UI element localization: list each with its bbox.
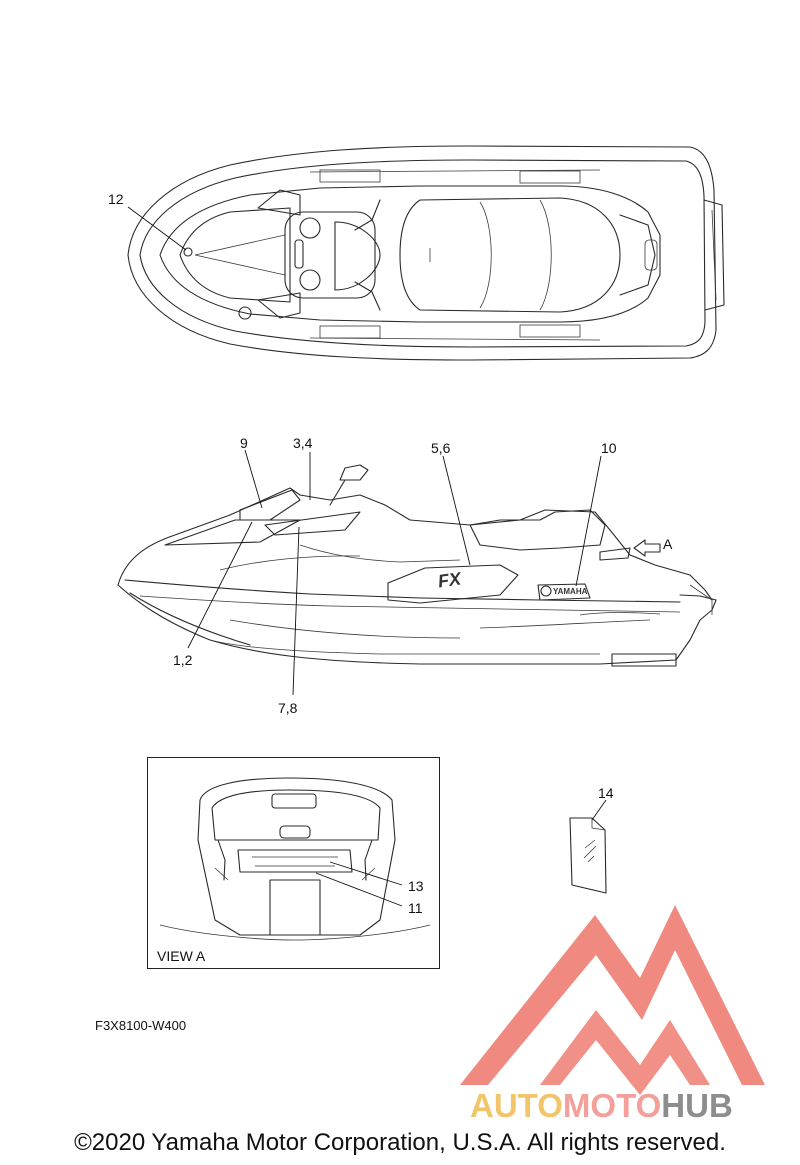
view-a-frame xyxy=(147,757,440,969)
leader-56 xyxy=(442,455,471,566)
callout-11: 11 xyxy=(408,900,423,916)
top-view-hull xyxy=(127,145,725,361)
yamaha-decal-text: YAMAHA xyxy=(553,587,588,596)
watermark-wordmark: AUTOMOTOHUB xyxy=(470,1087,733,1125)
callout-13: 13 xyxy=(408,878,424,894)
callout-a: A xyxy=(663,536,673,552)
view-a-arrow xyxy=(633,539,661,557)
leader-14 xyxy=(591,799,607,821)
leader-12 xyxy=(127,206,187,251)
leader-12b xyxy=(187,521,253,649)
callout-9: 9 xyxy=(240,435,248,451)
watermark-moto: MOTO xyxy=(562,1087,662,1124)
watermark-hub: HUB xyxy=(661,1087,733,1124)
leader-9 xyxy=(244,449,263,509)
callout-7-8: 7,8 xyxy=(278,700,298,716)
drawing-code: F3X8100-W400 xyxy=(95,1018,187,1033)
leader-10 xyxy=(575,455,602,587)
callout-12: 12 xyxy=(108,191,124,207)
leader-11 xyxy=(315,872,403,907)
watermark-auto: AUTO xyxy=(470,1087,563,1124)
leader-78 xyxy=(292,526,300,696)
callout-5-6: 5,6 xyxy=(431,440,451,456)
callout-3-4: 3,4 xyxy=(293,435,313,451)
view-a-label: VIEW A xyxy=(157,948,206,964)
leader-13 xyxy=(329,861,403,886)
side-view-hull xyxy=(117,464,717,667)
copyright-notice: ©2020 Yamaha Motor Corporation, U.S.A. A… xyxy=(74,1129,726,1156)
callout-10: 10 xyxy=(601,440,617,456)
callout-14: 14 xyxy=(598,785,614,801)
callout-1-2: 1,2 xyxy=(173,652,193,668)
